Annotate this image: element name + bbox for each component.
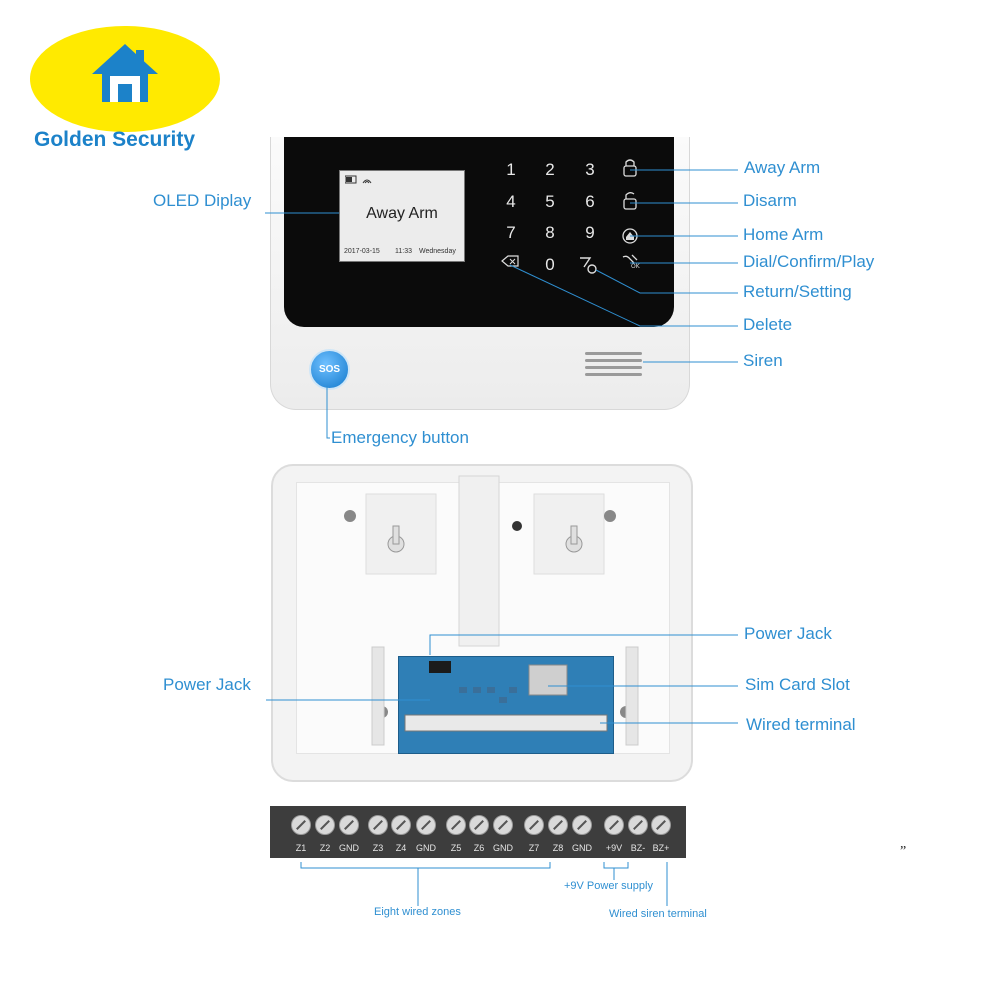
terminal-screw[interactable] — [628, 815, 648, 835]
terminal-screw[interactable] — [651, 815, 671, 835]
away-arm-icon[interactable] — [623, 159, 637, 177]
oled-day: Wednesday — [419, 248, 456, 255]
terminal-screw[interactable] — [368, 815, 388, 835]
terminal-label: Z2 — [319, 843, 331, 853]
key-6[interactable]: 6 — [585, 192, 595, 211]
callout-delete: Delete — [743, 315, 793, 334]
brand-name: Golden Security — [34, 128, 196, 151]
oled-time: 11:33 — [395, 248, 412, 255]
terminal-label: Z3 — [372, 843, 384, 853]
back-details — [344, 475, 639, 746]
terminal-label: Z1 — [295, 843, 307, 853]
siren-grille — [585, 352, 642, 376]
oled-mode: Away Arm — [366, 205, 438, 222]
callout-home-arm: Home Arm — [743, 225, 824, 244]
battery-wifi-icon — [345, 175, 372, 184]
key-1[interactable]: 1 — [506, 160, 516, 179]
sim-card-slot[interactable] — [528, 664, 568, 696]
oled-date: 2017-03-15 — [344, 248, 380, 255]
callout-dial: Dial/Confirm/Play — [743, 252, 875, 271]
bracket-zones — [300, 862, 551, 869]
key-0[interactable]: 0 — [545, 255, 555, 274]
oled-display: Away Arm 2017-03-15 11:33 Wednesday — [339, 170, 465, 262]
dial-confirm-icon[interactable]: OK — [622, 254, 641, 270]
key-7[interactable]: 7 — [506, 223, 516, 242]
line-emergency — [326, 386, 330, 439]
terminal-label: GND — [572, 843, 592, 853]
terminal-screw[interactable] — [315, 815, 335, 835]
terminal-label: GND — [493, 843, 513, 853]
bracket-power — [603, 862, 629, 869]
terminal-label: Z6 — [473, 843, 485, 853]
line-delete — [509, 264, 738, 327]
terminal-screw[interactable] — [339, 815, 359, 835]
circuit-board — [398, 656, 614, 754]
terminal-label: Z4 — [395, 843, 407, 853]
terminal-label: BZ- — [630, 843, 646, 853]
terminal-screw[interactable] — [446, 815, 466, 835]
svg-text:OK: OK — [631, 263, 641, 270]
callout-disarm: Disarm — [743, 191, 797, 210]
note-power-supply: +9V Power supply — [564, 880, 653, 892]
line-return — [595, 269, 738, 294]
power-jack-component — [429, 661, 451, 673]
terminal-label: Z8 — [552, 843, 564, 853]
callout-away-arm: Away Arm — [744, 158, 821, 177]
terminal-screw[interactable] — [604, 815, 624, 835]
callout-wired-terminal: Wired terminal — [746, 715, 856, 734]
key-8[interactable]: 8 — [545, 223, 555, 242]
key-2[interactable]: 2 — [545, 160, 555, 179]
terminal-screw[interactable] — [572, 815, 592, 835]
terminal-label: +9V — [605, 843, 623, 853]
stray-mark: ” — [900, 844, 907, 859]
terminal-label: Z7 — [528, 843, 540, 853]
callout-oled-display: OLED Diplay — [153, 191, 252, 210]
terminal-label: BZ+ — [652, 843, 670, 853]
callout-power-jack-right: Power Jack — [744, 624, 832, 643]
terminal-screw[interactable] — [291, 815, 311, 835]
key-5[interactable]: 5 — [545, 192, 555, 211]
terminal-screw[interactable] — [469, 815, 489, 835]
line-power-jack-right — [429, 634, 738, 655]
delete-icon[interactable] — [501, 255, 519, 267]
terminal-label: Z5 — [450, 843, 462, 853]
callout-return-setting: Return/Setting — [743, 282, 852, 301]
note-eight-zones: Eight wired zones — [374, 906, 461, 918]
terminal-screw[interactable] — [391, 815, 411, 835]
callout-power-jack-left: Power Jack — [163, 675, 251, 694]
return-setting-icon[interactable] — [580, 257, 597, 274]
terminal-label: GND — [339, 843, 359, 853]
terminal-screw[interactable] — [548, 815, 568, 835]
callout-sim-slot: Sim Card Slot — [745, 675, 850, 694]
sos-button[interactable]: SOS — [309, 349, 350, 390]
key-3[interactable]: 3 — [585, 160, 595, 179]
disarm-icon[interactable] — [623, 192, 637, 210]
note-siren-terminal: Wired siren terminal — [609, 908, 707, 920]
key-4[interactable]: 4 — [506, 192, 516, 211]
terminal-screw[interactable] — [493, 815, 513, 835]
function-keys — [501, 255, 597, 274]
terminal-label: GND — [416, 843, 436, 853]
key-9[interactable]: 9 — [585, 223, 595, 242]
callout-siren: Siren — [743, 351, 783, 370]
terminal-screw[interactable] — [524, 815, 544, 835]
house-icon — [92, 44, 158, 102]
terminal-screw[interactable] — [416, 815, 436, 835]
callout-emergency: Emergency button — [331, 428, 469, 447]
